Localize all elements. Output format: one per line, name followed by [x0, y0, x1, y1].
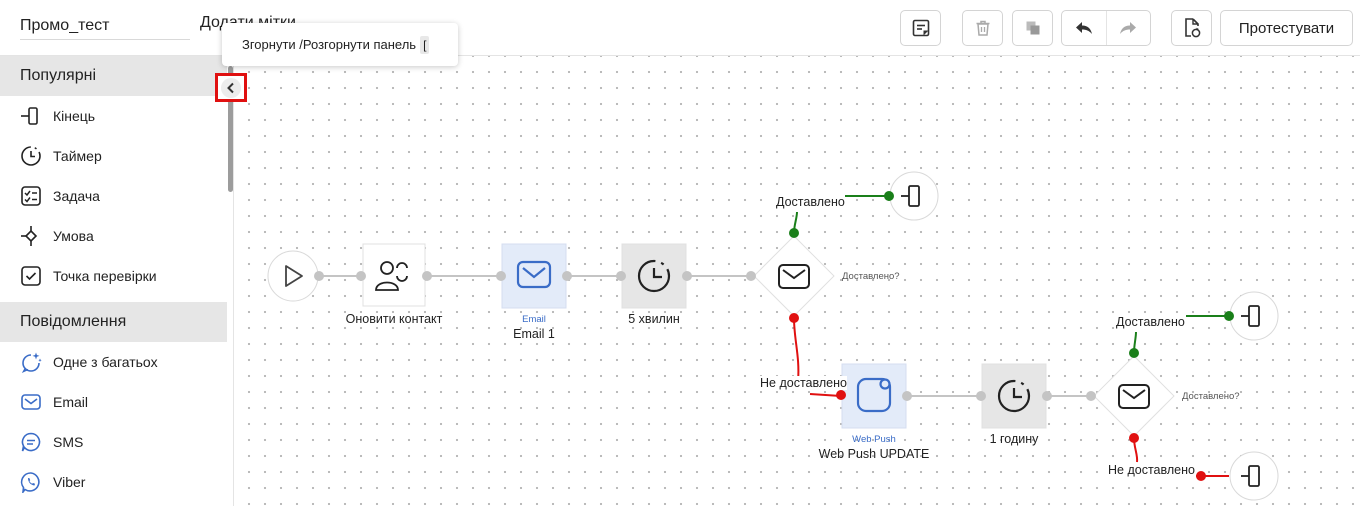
- notes-button[interactable]: [900, 10, 941, 46]
- version-history-button[interactable]: [1171, 10, 1212, 46]
- checkpoint-icon: [20, 265, 42, 287]
- sidebar-item-label: Email: [53, 394, 89, 410]
- sidebar-item-label: Одне з багатьох: [53, 354, 158, 370]
- sidebar-item-label: Задача: [53, 188, 100, 204]
- sidebar-item-label: Точка перевірки: [53, 268, 157, 284]
- sidebar-item-one-of-many[interactable]: Одне з багатьох: [0, 342, 233, 382]
- flow-canvas[interactable]: [235, 56, 1360, 506]
- update-contact-label: Оновити контакт: [345, 312, 443, 326]
- not-delivered-label-2: Не доставлено: [1108, 463, 1195, 477]
- sidebar-item-end[interactable]: Кінець: [0, 96, 233, 136]
- email-icon: [20, 391, 42, 413]
- test-button[interactable]: Протестувати: [1220, 10, 1353, 46]
- not-delivered-label-1: Не доставлено: [760, 376, 847, 390]
- section-popular[interactable]: Популярні: [0, 56, 227, 96]
- collapse-tooltip: Згорнути /Розгорнути панель [: [222, 23, 458, 66]
- sidebar-item-label: Viber: [53, 474, 86, 490]
- header: Додати мітки Протестувати: [0, 0, 1360, 56]
- sidebar-item-label: Таймер: [53, 148, 102, 164]
- one-of-many-icon: [20, 351, 42, 373]
- sidebar: Популярні Кінець Таймер Задача Умова Точ…: [0, 56, 234, 506]
- campaign-name-input[interactable]: [20, 12, 190, 40]
- timer1-label: 5 хвилин: [628, 312, 680, 326]
- end-icon: [20, 105, 42, 127]
- sidebar-item-condition[interactable]: Умова: [0, 216, 233, 256]
- sidebar-item-viber[interactable]: Viber: [0, 462, 233, 502]
- email-name-label: Email 1: [513, 327, 555, 341]
- sidebar-item-task[interactable]: Задача: [0, 176, 233, 216]
- sidebar-item-label: Умова: [53, 228, 94, 244]
- delivered-label-2: Доставлено: [1116, 315, 1185, 329]
- tooltip-shortcut: [: [420, 35, 430, 54]
- redo-button[interactable]: [1105, 11, 1150, 45]
- sidebar-item-email[interactable]: Email: [0, 382, 233, 422]
- file-refresh-icon: [1184, 18, 1200, 38]
- copy-button[interactable]: [1012, 10, 1053, 46]
- sidebar-item-label: SMS: [53, 434, 84, 450]
- delete-button[interactable]: [962, 10, 1003, 46]
- task-icon: [20, 185, 42, 207]
- history-group: [1061, 10, 1151, 46]
- sidebar-scrollbar[interactable]: [228, 66, 233, 192]
- section-messages[interactable]: Повідомлення: [0, 302, 227, 342]
- undo-icon: [1075, 22, 1092, 34]
- sms-icon: [20, 431, 42, 453]
- timer2-label: 1 годину: [989, 432, 1039, 446]
- delivered-label-1: Доставлено: [776, 195, 845, 209]
- note-icon: [912, 19, 929, 37]
- tooltip-text: Згорнути /Розгорнути панель: [242, 37, 417, 52]
- copy-icon: [1026, 21, 1039, 35]
- viber-icon: [20, 471, 42, 493]
- sidebar-item-sms[interactable]: SMS: [0, 422, 233, 462]
- webpush-type-label: Web Push: [852, 434, 896, 445]
- redo-icon: [1120, 22, 1137, 34]
- chevron-left-icon: [227, 82, 234, 93]
- condition-icon: [20, 225, 42, 247]
- sidebar-item-timer[interactable]: Таймер: [0, 136, 233, 176]
- question-label-1: Доставлено?: [842, 271, 900, 282]
- question-label-2: Доставлено?: [1182, 391, 1240, 402]
- trash-icon: [976, 20, 989, 36]
- collapse-panel-button[interactable]: [215, 73, 247, 102]
- timer-icon: [20, 145, 42, 167]
- email-type-label: Email: [522, 314, 546, 325]
- sidebar-item-checkpoint[interactable]: Точка перевірки: [0, 256, 233, 296]
- sidebar-item-label: Кінець: [53, 108, 96, 124]
- webpush-name-label: Web Push UPDATE: [818, 447, 930, 461]
- undo-button[interactable]: [1062, 11, 1106, 45]
